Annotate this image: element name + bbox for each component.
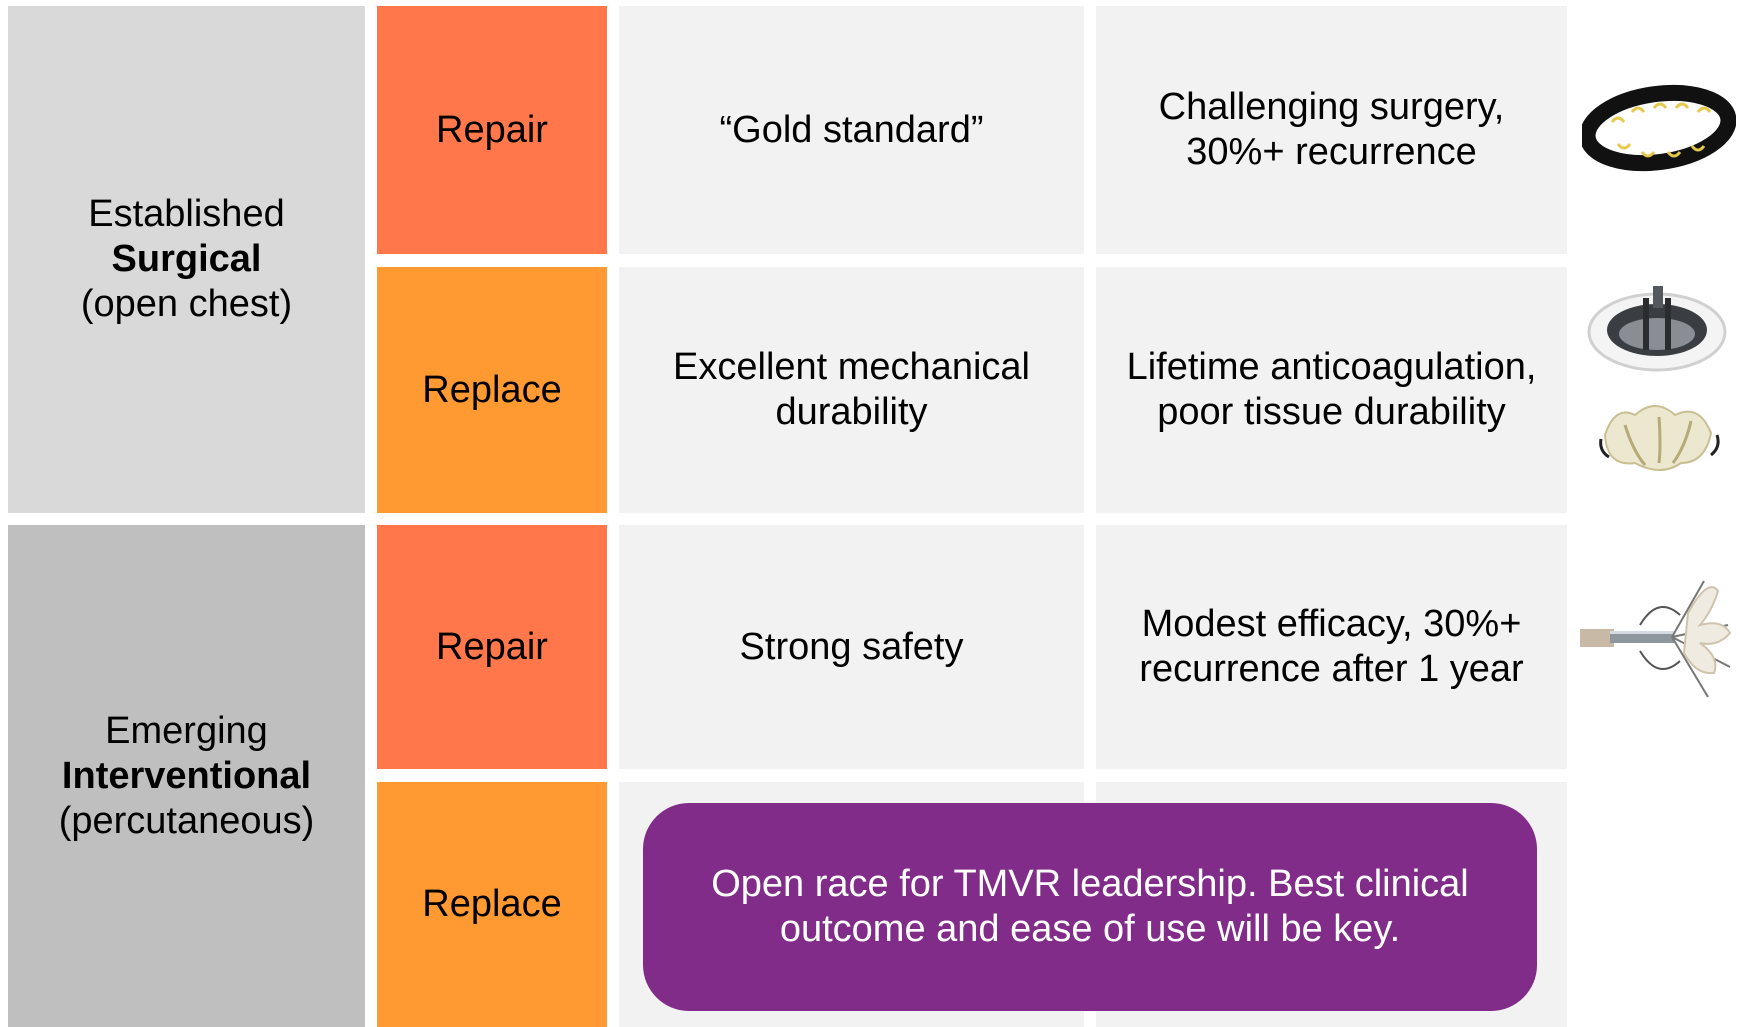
row1-con-line2: 30%+ recurrence — [1186, 131, 1477, 173]
callout-line2: outcome and ease of use will be key. — [779, 908, 1401, 950]
row1-con-line1: Challenging surgery, — [1158, 86, 1505, 128]
category-surgical-line1: Established — [88, 193, 285, 235]
mechanical-valve-image — [1587, 286, 1727, 372]
callout-line1: Open race for TMVR leadership. Best clin… — [711, 863, 1469, 905]
row4-type: Replace — [377, 782, 607, 1027]
row1-pro-text: “Gold standard” — [719, 108, 984, 151]
category-surgical-title: Surgical — [111, 238, 262, 280]
row3-con-line2: recurrence after 1 year — [1139, 648, 1524, 690]
row1-con: Challenging surgery, 30%+ recurrence — [1096, 6, 1567, 254]
tissue-valve-image — [1599, 405, 1720, 471]
category-surgical: Established Surgical (open chest) — [8, 6, 365, 513]
row3-pro-text: Strong safety — [739, 625, 964, 668]
clip-device-image — [1580, 580, 1732, 698]
row4-type-label: Replace — [422, 883, 562, 925]
row3-type-label: Repair — [436, 625, 548, 668]
annuloplasty-ring-image — [1582, 84, 1736, 172]
row2-pro-line2: durability — [775, 391, 928, 433]
row1-type-label: Repair — [436, 108, 548, 151]
row2-con-line1: Lifetime anticoagulation, — [1126, 346, 1537, 388]
category-surgical-line3: (open chest) — [80, 283, 293, 325]
row2-con-line2: poor tissue durability — [1157, 391, 1506, 433]
category-interventional-line3: (percutaneous) — [58, 799, 315, 842]
row2-pro-line1: Excellent mechanical — [673, 346, 1030, 388]
row2-con: Lifetime anticoagulation, poor tissue du… — [1096, 267, 1567, 513]
row3-pro: Strong safety — [619, 525, 1084, 769]
category-interventional-title: Interventional — [61, 754, 312, 797]
row1-type: Repair — [377, 6, 607, 254]
row2-type: Replace — [377, 267, 607, 513]
row3-con: Modest efficacy, 30%+ recurrence after 1… — [1096, 525, 1567, 769]
category-interventional-line1: Emerging — [105, 709, 268, 752]
row2-pro: Excellent mechanical durability — [619, 267, 1084, 513]
row2-type-label: Replace — [422, 368, 562, 411]
row3-type: Repair — [377, 525, 607, 769]
row1-pro: “Gold standard” — [619, 6, 1084, 254]
row3-con-line1: Modest efficacy, 30%+ — [1141, 603, 1522, 645]
tmvr-callout: Open race for TMVR leadership. Best clin… — [643, 803, 1537, 1011]
category-interventional: Emerging Interventional (percutaneous) — [8, 525, 365, 1027]
